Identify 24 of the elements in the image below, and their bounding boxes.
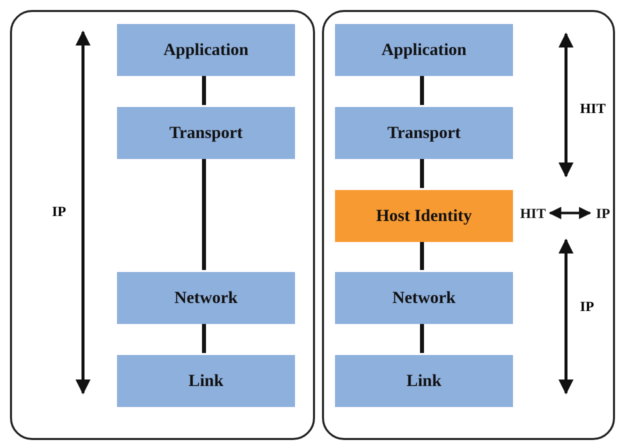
connector-line [202, 322, 206, 353]
layer-box: Link [335, 355, 513, 407]
address-label: IP [594, 205, 612, 225]
span-label: IP [52, 205, 66, 221]
connector-line [420, 322, 424, 353]
layer-box: Application [335, 24, 513, 76]
layer-box: Host Identity [335, 190, 513, 242]
connector-line [420, 240, 424, 270]
arrow [548, 206, 592, 220]
span-label: IP [580, 300, 594, 316]
connector-line [202, 157, 206, 270]
connector-line [420, 74, 424, 105]
layer-box: Application [117, 24, 295, 76]
layer-box: Link [117, 355, 295, 407]
connector-line [420, 157, 424, 188]
layer-box: Transport [335, 107, 513, 159]
span-label: HIT [580, 102, 606, 118]
panel-frame [10, 10, 315, 440]
connector-line [202, 74, 206, 105]
layer-box: Network [335, 272, 513, 324]
address-label: HIT [516, 205, 550, 225]
layer-box: Network [117, 272, 295, 324]
layer-box: Transport [117, 107, 295, 159]
panel-frame [322, 10, 615, 440]
